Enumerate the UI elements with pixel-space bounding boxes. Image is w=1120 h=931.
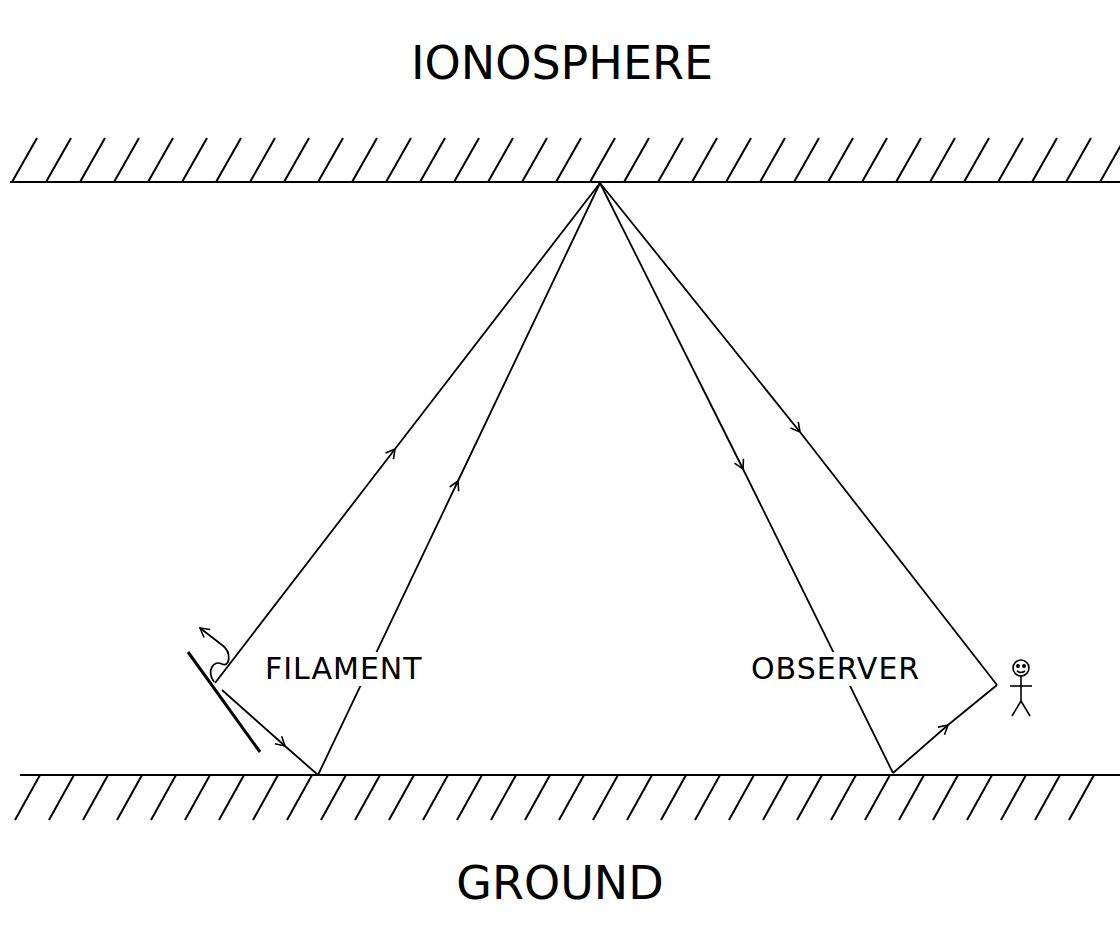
hatch-stroke	[1066, 138, 1091, 182]
hatch-stroke	[1069, 775, 1094, 820]
hatch-stroke	[46, 138, 71, 182]
hatch-stroke	[964, 138, 989, 182]
hatch-stroke	[828, 138, 853, 182]
hatch-stroke	[423, 775, 448, 820]
hatch-stroke	[797, 775, 822, 820]
hatch-stroke	[182, 138, 207, 182]
hatch-stroke	[321, 775, 346, 820]
hatch-stroke	[1035, 775, 1060, 820]
hatch-stroke	[967, 775, 992, 820]
ground-boundary	[20, 774, 1120, 776]
ray	[948, 685, 997, 725]
filament	[188, 652, 260, 752]
ray-paths	[188, 183, 997, 775]
source-label: FILAMENT	[262, 652, 426, 686]
ray	[600, 183, 800, 432]
ray	[893, 725, 948, 773]
hatch-stroke	[253, 775, 278, 820]
ionosphere-boundary	[10, 181, 1120, 183]
hatch-stroke	[522, 138, 547, 182]
region-label: IONOSPHERE	[408, 38, 716, 88]
hatch-stroke	[556, 138, 581, 182]
hatch-stroke	[250, 138, 275, 182]
hatch-stroke	[491, 775, 516, 820]
hatch-stroke	[933, 775, 958, 820]
hatch-stroke	[12, 138, 37, 182]
hatch-stroke	[760, 138, 785, 182]
hatch-stroke	[352, 138, 377, 182]
hatch-stroke	[865, 775, 890, 820]
hatch-stroke	[692, 138, 717, 182]
ray	[318, 481, 458, 775]
hatch-stroke	[1100, 138, 1120, 182]
hatch-stroke	[930, 138, 955, 182]
hatch-stroke	[695, 775, 720, 820]
hatch-stroke	[726, 138, 751, 182]
hatch-stroke	[49, 775, 74, 820]
hatch-stroke	[763, 775, 788, 820]
hatch-stroke	[454, 138, 479, 182]
hatch-stroke	[794, 138, 819, 182]
hatch-stroke	[83, 775, 108, 820]
hatch-stroke	[117, 775, 142, 820]
ray	[458, 183, 600, 481]
ray	[395, 183, 600, 449]
ray	[743, 469, 893, 773]
hatch-stroke	[219, 775, 244, 820]
hatch-stroke	[488, 138, 513, 182]
ray	[600, 183, 743, 469]
hatch-stroke	[896, 138, 921, 182]
hatch-stroke	[729, 775, 754, 820]
hatch-stroke	[15, 775, 40, 820]
hatch-stroke	[862, 138, 887, 182]
hatch-stroke	[185, 775, 210, 820]
region-label: GROUND	[453, 858, 666, 908]
ray	[285, 746, 318, 775]
hatch-stroke	[355, 775, 380, 820]
hatch-stroke	[216, 138, 241, 182]
hatch-stroke	[80, 138, 105, 182]
ground-hatching	[15, 775, 1094, 820]
hatch-stroke	[1032, 138, 1057, 182]
hatch-stroke	[590, 138, 615, 182]
wave-packet	[200, 628, 229, 682]
hatch-stroke	[658, 138, 683, 182]
hatch-stroke	[661, 775, 686, 820]
hatch-stroke	[386, 138, 411, 182]
hatch-stroke	[389, 775, 414, 820]
hatch-stroke	[420, 138, 445, 182]
ray	[222, 690, 285, 746]
hatch-stroke	[559, 775, 584, 820]
hatch-stroke	[457, 775, 482, 820]
hatch-stroke	[593, 775, 618, 820]
hatch-stroke	[151, 775, 176, 820]
hatch-stroke	[899, 775, 924, 820]
hatch-stroke	[318, 138, 343, 182]
hatch-stroke	[148, 138, 173, 182]
hatch-stroke	[627, 775, 652, 820]
ionosphere-hatching	[12, 138, 1120, 182]
hatch-stroke	[525, 775, 550, 820]
hatch-stroke	[1001, 775, 1026, 820]
observer-figure	[1010, 660, 1032, 716]
hatch-stroke	[287, 775, 312, 820]
ray	[215, 449, 395, 683]
observer-label: OBSERVER	[748, 652, 923, 686]
ray	[800, 432, 997, 685]
hatch-stroke	[998, 138, 1023, 182]
hatch-stroke	[114, 138, 139, 182]
hatch-stroke	[624, 138, 649, 182]
hatch-stroke	[831, 775, 856, 820]
hatch-stroke	[284, 138, 309, 182]
